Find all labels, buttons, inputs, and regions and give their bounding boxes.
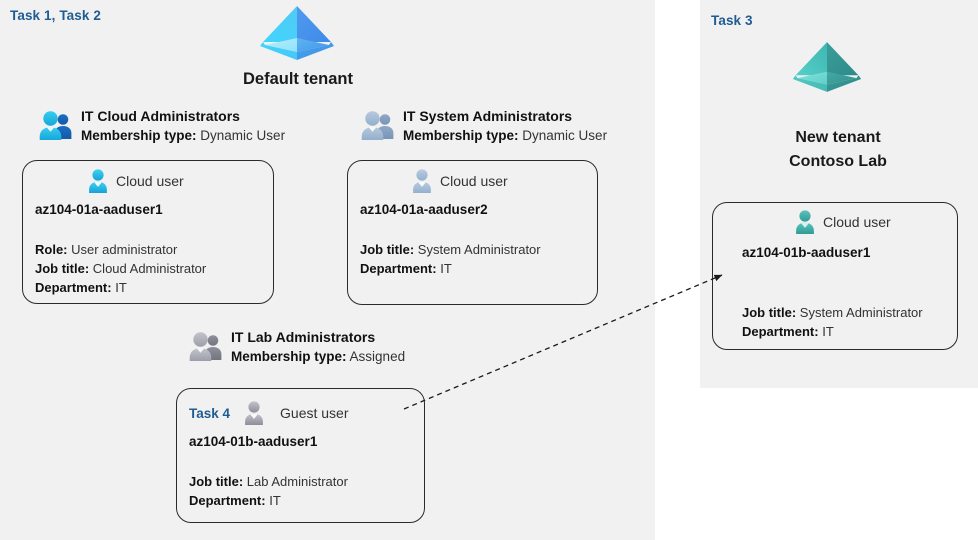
- user-attributes: Job title: System Administrator Departme…: [742, 303, 923, 341]
- user-name: az104-01a-aaduser1: [35, 202, 163, 217]
- attribute-label: Role:: [35, 242, 68, 257]
- card-user-header: Cloud user: [85, 168, 184, 194]
- group-membership: Membership type: Dynamic User: [81, 126, 285, 146]
- cloud-user-icon: [409, 168, 435, 194]
- user-role: Cloud user: [823, 214, 891, 230]
- card-user-header: Cloud user: [409, 168, 508, 194]
- group-users-icon: [38, 110, 74, 142]
- attribute-value: IT: [115, 280, 127, 295]
- guest-user-icon: [241, 400, 267, 426]
- attribute-value: System Administrator: [799, 305, 923, 320]
- user-attributes: Role: User administrator Job title: Clou…: [35, 240, 206, 297]
- attribute-row: Department: IT: [35, 278, 206, 297]
- user-name: az104-01a-aaduser2: [360, 202, 488, 217]
- group-name: IT System Administrators: [403, 108, 573, 124]
- group-membership: Membership type: Dynamic User: [403, 126, 607, 146]
- membership-label: Membership type:: [403, 128, 519, 143]
- user-role: Cloud user: [440, 173, 508, 189]
- cloud-user-icon: [85, 168, 111, 194]
- group-it-system-administrators: IT System Administrators Membership type…: [360, 107, 607, 146]
- attribute-label: Job title:: [35, 261, 90, 276]
- user-name: az104-01b-aaduser1: [742, 245, 871, 260]
- attribute-value: IT: [269, 493, 281, 508]
- group-users-icon: [360, 110, 396, 142]
- attribute-value: IT: [822, 324, 834, 339]
- attribute-label: Department:: [742, 324, 819, 339]
- card-new-tenant-user[interactable]: Cloud user az104-01b-aaduser1 Job title:…: [712, 202, 958, 350]
- membership-label: Membership type:: [81, 128, 197, 143]
- attribute-row: Job title: System Administrator: [742, 303, 923, 322]
- card-user-header: Cloud user: [792, 209, 891, 235]
- membership-label: Membership type:: [231, 349, 347, 364]
- card-user-header: Task 4 Guest user: [189, 400, 349, 426]
- task-label-4: Task 4: [189, 405, 231, 421]
- cloud-user-icon: [792, 209, 818, 235]
- card-cloud-user-2[interactable]: Cloud user az104-01a-aaduser2 Job title:…: [347, 160, 598, 305]
- group-name: IT Cloud Administrators: [81, 108, 240, 124]
- attribute-label: Department:: [35, 280, 112, 295]
- membership-value: Dynamic User: [200, 128, 286, 143]
- user-attributes: Job title: Lab Administrator Department:…: [189, 472, 348, 510]
- group-membership: Membership type: Assigned: [231, 347, 405, 367]
- attribute-row: Department: IT: [360, 259, 541, 278]
- default-tenant-title: Default tenant: [242, 70, 353, 88]
- azure-ad-tenant-icon: [258, 2, 336, 64]
- new-tenant-title-line2: Contoso Lab: [789, 153, 887, 170]
- attribute-value: User administrator: [71, 242, 178, 257]
- attribute-value: Lab Administrator: [246, 474, 348, 489]
- user-name: az104-01b-aaduser1: [189, 434, 318, 449]
- attribute-row: Job title: Lab Administrator: [189, 472, 348, 491]
- membership-value: Dynamic User: [522, 128, 608, 143]
- attribute-row: Department: IT: [742, 322, 923, 341]
- user-role: Guest user: [280, 405, 349, 421]
- attribute-value: IT: [440, 261, 452, 276]
- task-label-1-2: Task 1, Task 2: [10, 8, 101, 23]
- attribute-value: Cloud Administrator: [92, 261, 207, 276]
- attribute-label: Department:: [360, 261, 437, 276]
- attribute-row: Job title: Cloud Administrator: [35, 259, 206, 278]
- card-guest-user[interactable]: Task 4 Guest user az104-01b-aaduser1 Job…: [176, 388, 425, 523]
- new-tenant-title-line1: New tenant: [795, 129, 881, 146]
- group-users-icon: [188, 331, 224, 363]
- attribute-label: Job title:: [189, 474, 244, 489]
- task-label-3: Task 3: [711, 13, 753, 28]
- attribute-label: Department:: [189, 493, 266, 508]
- card-cloud-user-1[interactable]: Cloud user az104-01a-aaduser1 Role: User…: [22, 160, 274, 304]
- user-attributes: Job title: System Administrator Departme…: [360, 240, 541, 278]
- group-it-cloud-administrators: IT Cloud Administrators Membership type:…: [38, 107, 285, 146]
- user-role: Cloud user: [116, 173, 184, 189]
- group-it-lab-administrators: IT Lab Administrators Membership type: A…: [188, 328, 405, 367]
- group-name: IT Lab Administrators: [231, 329, 376, 345]
- attribute-label: Job title:: [742, 305, 797, 320]
- attribute-value: System Administrator: [417, 242, 541, 257]
- attribute-label: Job title:: [360, 242, 415, 257]
- attribute-row: Role: User administrator: [35, 240, 206, 259]
- attribute-row: Department: IT: [189, 491, 348, 510]
- azure-ad-tenant-icon: [791, 38, 863, 96]
- membership-value: Assigned: [349, 349, 406, 364]
- attribute-row: Job title: System Administrator: [360, 240, 541, 259]
